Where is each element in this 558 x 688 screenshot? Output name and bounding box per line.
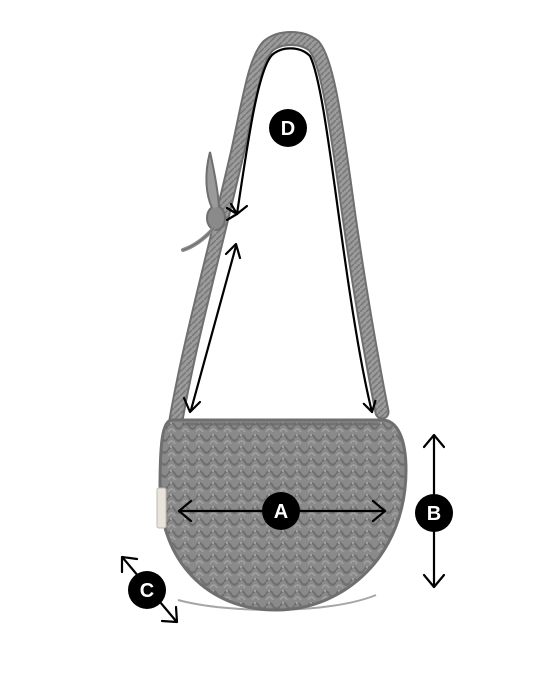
- dimension-c: C: [120, 555, 179, 624]
- dimension-d: D: [182, 47, 372, 414]
- badge-a: [262, 492, 300, 530]
- badge-c-label: C: [140, 580, 154, 602]
- dimension-a: A: [177, 492, 387, 530]
- strap-knot: [181, 151, 226, 252]
- badge-d: [269, 109, 307, 147]
- label-tag: [156, 487, 167, 529]
- badge-c: [128, 571, 166, 609]
- dimension-b: B: [415, 433, 453, 589]
- badge-b: [415, 494, 453, 532]
- badge-a-label: A: [274, 501, 288, 523]
- shoulder-strap: [168, 31, 390, 428]
- badge-d-label: D: [281, 118, 295, 140]
- badge-b-label: B: [427, 503, 441, 525]
